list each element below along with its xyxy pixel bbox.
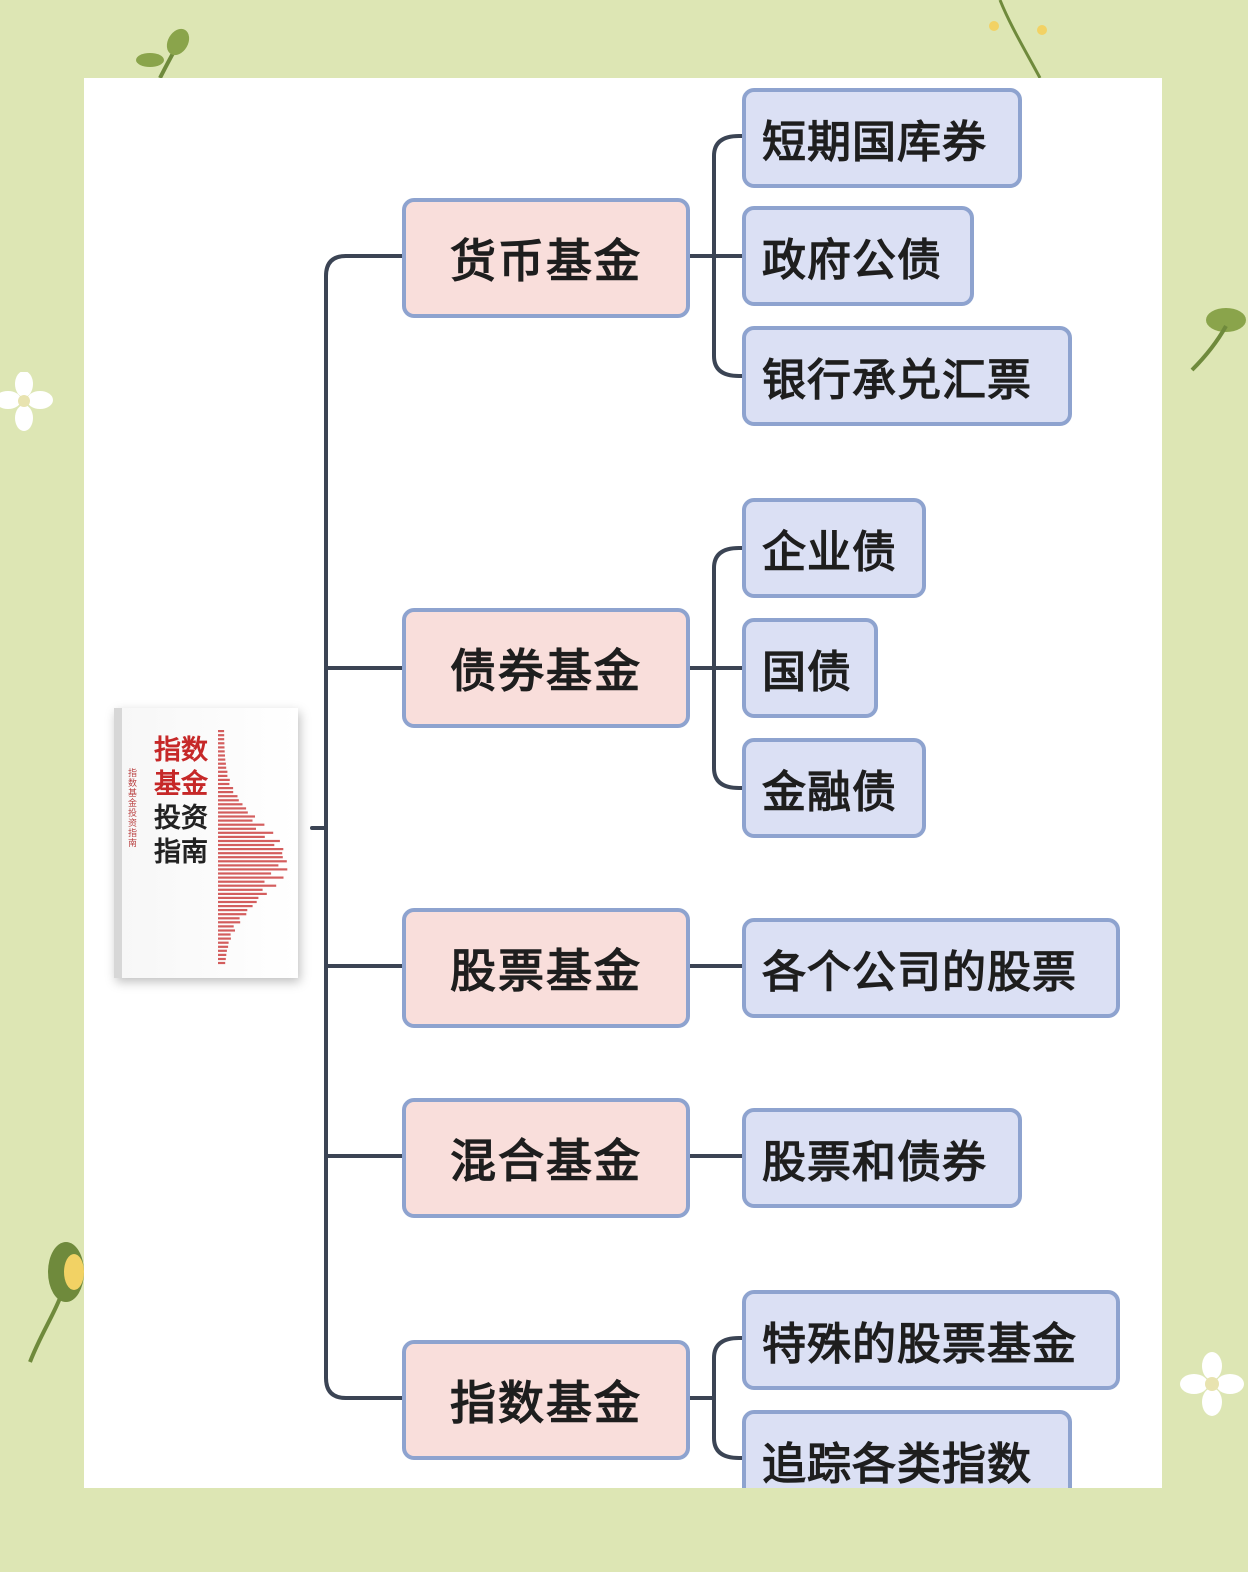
book-cover-bar xyxy=(218,831,274,834)
book-cover-bar xyxy=(218,900,257,904)
leaf-企业债: 企业债 xyxy=(742,498,926,598)
leaf-金融债: 金融债 xyxy=(742,738,926,838)
book-cover-bar xyxy=(218,888,263,891)
category-股票基金: 股票基金 xyxy=(402,908,690,1028)
book-cover-bar xyxy=(218,762,226,765)
book-cover-bar xyxy=(218,933,231,936)
book-cover-bar xyxy=(218,909,248,912)
leaf-短期国库券: 短期国库券 xyxy=(742,88,1022,188)
trunk-line xyxy=(324,254,348,1400)
book-cover-bar xyxy=(218,835,265,838)
book-cover-bar xyxy=(218,791,234,794)
leaf-特殊的股票基金: 特殊的股票基金 xyxy=(742,1290,1120,1390)
book-cover-bar xyxy=(218,774,228,777)
book-cover-bar xyxy=(218,754,225,757)
branch-指数基金 xyxy=(688,1336,744,1460)
leaf-各个公司的股票: 各个公司的股票 xyxy=(742,918,1120,1018)
category-混合基金: 混合基金 xyxy=(402,1098,690,1218)
category-债券基金: 债券基金 xyxy=(402,608,690,728)
book-cover-bar xyxy=(218,819,253,822)
book-title: 指数 基金 投资 指南 xyxy=(154,734,216,870)
book-title-line-3: 投资 xyxy=(154,803,208,834)
book-cover-bar xyxy=(218,750,225,753)
book-cover-bar xyxy=(218,823,265,826)
book-cover-bar xyxy=(218,770,228,773)
book-cover-bar xyxy=(218,803,243,806)
book-cover-bar xyxy=(218,917,240,920)
branch-债券基金 xyxy=(688,546,744,790)
book-cover-bar xyxy=(218,746,225,749)
book-spine-text: 指数基金投资指南 xyxy=(126,768,136,848)
book-cover-bar-pattern xyxy=(218,730,288,965)
book-cover-bar xyxy=(218,961,226,965)
book-cover-bar xyxy=(218,742,225,745)
book-cover-bar xyxy=(218,941,229,944)
book-cover-bar xyxy=(218,921,241,924)
book-cover-bar xyxy=(218,795,238,798)
book-cover-bar xyxy=(218,864,279,867)
book-cover-bar xyxy=(218,811,248,814)
flower-decoration-left xyxy=(0,372,53,431)
book-cover-bar xyxy=(218,843,275,847)
book-cover-bar xyxy=(218,839,280,843)
book-cover-bar xyxy=(218,856,283,859)
category-货币基金: 货币基金 xyxy=(402,198,690,318)
sprig-decoration-top-left xyxy=(136,28,190,79)
book-cover-bar xyxy=(218,868,288,871)
book-cover-bar xyxy=(218,945,229,948)
leaf-追踪各类指数: 追踪各类指数 xyxy=(742,1410,1072,1488)
book-cover-bar xyxy=(218,937,231,940)
leaf-decoration-right xyxy=(1190,308,1246,372)
book-cover-bar xyxy=(218,896,259,899)
book-cover-bar xyxy=(218,957,226,961)
book-cover-bar xyxy=(218,925,234,928)
book-cover-bar xyxy=(218,815,255,818)
book-cover-bar xyxy=(218,799,239,802)
leaf-政府公债: 政府公债 xyxy=(742,206,974,306)
flower-decoration-bottom-right xyxy=(1180,1352,1244,1416)
book-cover-bar xyxy=(218,929,235,932)
leaf-国债: 国债 xyxy=(742,618,878,718)
book-cover-bar xyxy=(218,880,265,883)
book-cover-bar xyxy=(218,782,230,786)
book-cover-bar xyxy=(218,827,256,830)
leaf-银行承兑汇票: 银行承兑汇票 xyxy=(742,326,1072,426)
book-cover-bar xyxy=(218,892,267,895)
book-cover-bar xyxy=(218,766,227,769)
book-cover-bar xyxy=(218,848,284,851)
branch-decoration-top-right xyxy=(989,0,1047,79)
book-cover-bar xyxy=(218,860,287,863)
book-cover-bar xyxy=(218,876,284,879)
book-cover-bar xyxy=(218,758,226,761)
book-cover-bar xyxy=(218,787,234,790)
category-指数基金: 指数基金 xyxy=(402,1340,690,1460)
book-cover-bar xyxy=(218,949,227,952)
book-title-line-2: 基金 xyxy=(154,769,208,800)
connector-lines xyxy=(310,134,744,1460)
book-title-line-4: 指南 xyxy=(154,837,208,868)
book-cover-bar xyxy=(218,905,253,908)
book-cover-root: 指数基金投资指南 指数 基金 投资 指南 xyxy=(114,708,298,978)
book-cover-bar xyxy=(218,913,247,916)
book-title-line-1: 指数 xyxy=(154,735,208,766)
book-cover-bar xyxy=(218,734,225,737)
book-cover-bar xyxy=(218,807,247,810)
leaf-股票和债券: 股票和债券 xyxy=(742,1108,1022,1208)
book-cover-bar xyxy=(218,872,272,875)
book-cover-bar xyxy=(218,852,283,855)
book-cover-bar xyxy=(218,953,227,956)
book-cover-bar xyxy=(218,738,225,741)
book-cover-bar xyxy=(218,778,230,781)
mind-map-canvas: 指数基金投资指南 指数 基金 投资 指南 货币基金 债券基金 股票基金 混合基金… xyxy=(84,78,1162,1488)
branch-货币基金 xyxy=(688,134,744,378)
book-cover-bar xyxy=(218,730,225,733)
bud-decoration-left xyxy=(28,1242,84,1363)
book-cover-bar xyxy=(218,884,277,887)
